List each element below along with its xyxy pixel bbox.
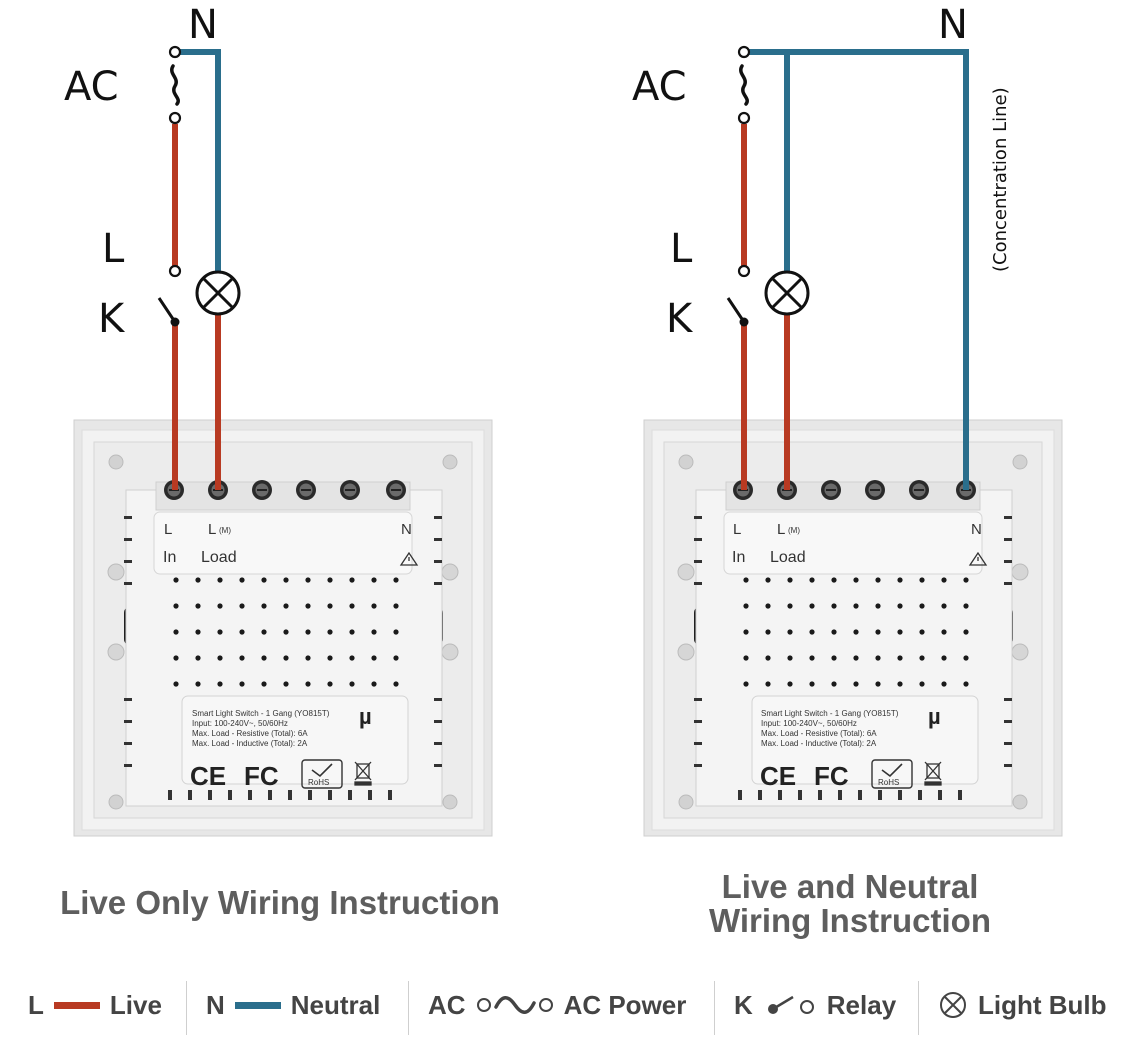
- legend-neutral-key: N: [206, 989, 225, 1020]
- legend: L Live N Neutral AC AC Power K Relay: [0, 975, 1140, 1035]
- ac-sine-icon: [739, 64, 749, 106]
- rating-line-4: Max. Load - Inductive (Total): 2A: [192, 739, 308, 748]
- legend-divider: [186, 981, 187, 1035]
- terminal-screw-icon: [864, 479, 886, 501]
- ac-label: AC: [64, 64, 119, 110]
- rohs-mark-icon: RoHS: [301, 759, 343, 789]
- rating-line-3: Max. Load - Resistive (Total): 6A: [192, 729, 308, 738]
- ac-terminal-top: [168, 45, 182, 59]
- relay-switch-icon: [767, 995, 814, 1014]
- legend-bulb: Light Bulb: [938, 985, 1107, 1025]
- right-switch-device: L L (M) N In Load Smart Light Switch - 1…: [643, 419, 1063, 837]
- right-caption-line-2: Wiring Instruction: [708, 902, 991, 939]
- lamp-cross-icon: [764, 270, 810, 316]
- left-switch-device: L L (M) N In Load Smart Light Switch - 1…: [73, 419, 493, 837]
- legend-live-key: L: [28, 989, 44, 1020]
- left-wiring: N AC L K: [64, 2, 241, 490]
- terminal-load-label: Load: [770, 549, 806, 566]
- neutral-label: N: [938, 2, 968, 48]
- live-line-swatch: [53, 1001, 100, 1009]
- neutral-wire: [180, 49, 221, 272]
- lamp-cross-icon: [940, 992, 966, 1018]
- neutral-line-swatch: [234, 1001, 281, 1009]
- relay-switch-icon: [726, 297, 746, 323]
- legend-ac-key: AC: [428, 989, 466, 1020]
- terminal-load-label: Load: [201, 549, 237, 566]
- warning-icon: [399, 551, 419, 566]
- legend-divider: [918, 981, 919, 1035]
- brand-mark: µ: [928, 704, 941, 729]
- terminal-screw-icon: [339, 479, 361, 501]
- legend-bulb-text: Light Bulb: [978, 989, 1107, 1020]
- left-caption: Live Only Wiring Instruction: [60, 884, 500, 921]
- rating-line-3: Max. Load - Resistive (Total): 6A: [761, 729, 877, 738]
- legend-ac: AC AC Power: [428, 985, 686, 1025]
- terminal-lm-sub: (M): [219, 526, 231, 535]
- weee-bin-icon: [354, 761, 372, 786]
- rating-line-2: Input: 100-240V~, 50/60Hz: [192, 719, 288, 728]
- legend-relay: K Relay: [734, 985, 896, 1025]
- terminal-l-label: L: [164, 521, 172, 538]
- legend-neutral: N Neutral: [206, 985, 380, 1025]
- neutral-wire: [748, 49, 969, 490]
- terminal-lm-sub: (M): [788, 526, 800, 535]
- ce-mark-icon: CE: [190, 761, 226, 791]
- ac-sine-icon: [170, 64, 180, 106]
- fcc-mark-icon: FC: [814, 761, 849, 791]
- svg-text:RoHS: RoHS: [308, 778, 329, 787]
- right-caption-line-1: Live and Neutral: [721, 868, 979, 905]
- fcc-mark-icon: FC: [244, 761, 279, 791]
- rating-line-2: Input: 100-240V~, 50/60Hz: [761, 719, 857, 728]
- legend-divider: [714, 981, 715, 1035]
- rohs-mark-icon: RoHS: [871, 759, 913, 789]
- weee-bin-icon: [924, 761, 942, 786]
- legend-divider: [408, 981, 409, 1035]
- live-label: L: [670, 226, 693, 272]
- ac-terminal-bottom: [168, 111, 182, 125]
- terminal-in-label: In: [732, 549, 745, 566]
- brand-mark: µ: [359, 704, 372, 729]
- relay-terminal: [737, 264, 751, 278]
- svg-text:RoHS: RoHS: [878, 778, 899, 787]
- relay-terminal: [168, 264, 182, 278]
- rating-line-4: Max. Load - Inductive (Total): 2A: [761, 739, 877, 748]
- legend-live-text: Live: [109, 989, 162, 1020]
- live-label: L: [102, 226, 125, 272]
- terminal-in-label: In: [163, 549, 176, 566]
- terminal-l-label: L: [733, 521, 741, 538]
- terminal-n-label: N: [971, 521, 982, 538]
- terminal-n-label: N: [401, 521, 412, 538]
- legend-relay-text: Relay: [826, 989, 897, 1020]
- legend-relay-key: K: [734, 989, 753, 1020]
- relay-switch-icon: [157, 297, 177, 323]
- warning-icon: [968, 551, 988, 566]
- legend-ac-text: AC Power: [563, 989, 687, 1020]
- terminal-screw-icon: [820, 479, 842, 501]
- concentration-line-label: (Concentration Line): [990, 87, 1011, 272]
- rating-line-1: Smart Light Switch - 1 Gang (YO815T): [192, 709, 330, 718]
- terminal-lm-label: L: [208, 521, 216, 538]
- ac-sine-icon: [476, 996, 553, 1014]
- rating-line-1: Smart Light Switch - 1 Gang (YO815T): [761, 709, 899, 718]
- relay-label: K: [98, 296, 126, 342]
- neutral-label: N: [188, 2, 218, 48]
- ac-label: AC: [632, 64, 687, 110]
- terminal-screw-icon: [385, 479, 407, 501]
- right-wiring: N AC L K (Concentration Line): [632, 2, 1011, 490]
- lamp-cross-icon: [195, 270, 241, 316]
- terminal-screw-icon: [908, 479, 930, 501]
- ac-terminal-bottom: [737, 111, 751, 125]
- relay-label: K: [666, 296, 694, 342]
- legend-live: L Live: [28, 985, 162, 1025]
- terminal-lm-label: L: [777, 521, 785, 538]
- ac-terminal-top: [737, 45, 751, 59]
- legend-neutral-text: Neutral: [290, 989, 381, 1020]
- ce-mark-icon: CE: [760, 761, 796, 791]
- terminal-screw-icon: [295, 479, 317, 501]
- terminal-screw-icon: [251, 479, 273, 501]
